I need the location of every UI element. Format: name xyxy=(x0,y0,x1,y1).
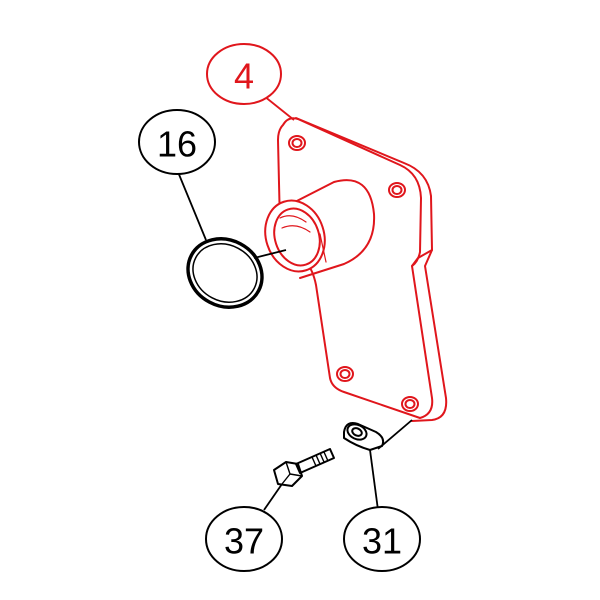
o-ring-inner xyxy=(192,243,258,303)
callout-37-label: 37 xyxy=(224,521,264,562)
leader-31-up xyxy=(377,419,413,450)
part-31-washer[interactable] xyxy=(343,421,385,451)
leader-31 xyxy=(369,449,379,511)
leader-16 xyxy=(177,171,207,241)
callout-16[interactable]: 16 xyxy=(138,109,216,175)
part-4-housing-cover[interactable] xyxy=(256,117,448,422)
callout-37[interactable]: 37 xyxy=(205,506,283,572)
callout-4[interactable]: 4 xyxy=(206,43,282,105)
callout-16-label: 16 xyxy=(157,124,197,165)
o-ring-outer xyxy=(186,237,264,309)
cover-port-boss xyxy=(264,179,376,279)
leader-lines xyxy=(177,95,413,511)
leader-37 xyxy=(263,483,283,511)
callout-4-label: 4 xyxy=(234,56,254,97)
mounting-holes xyxy=(288,135,419,412)
part-16-o-ring[interactable] xyxy=(176,226,274,320)
part-37-bolt[interactable] xyxy=(273,448,335,487)
leader-16-to-cover xyxy=(253,249,287,259)
leader-4 xyxy=(263,95,295,121)
cover-plate-back-edge xyxy=(295,117,448,422)
callout-31[interactable]: 31 xyxy=(343,506,421,572)
bolt-threads xyxy=(311,451,329,467)
cover-plate-edge-line xyxy=(411,249,433,267)
callout-31-label: 31 xyxy=(362,521,402,562)
